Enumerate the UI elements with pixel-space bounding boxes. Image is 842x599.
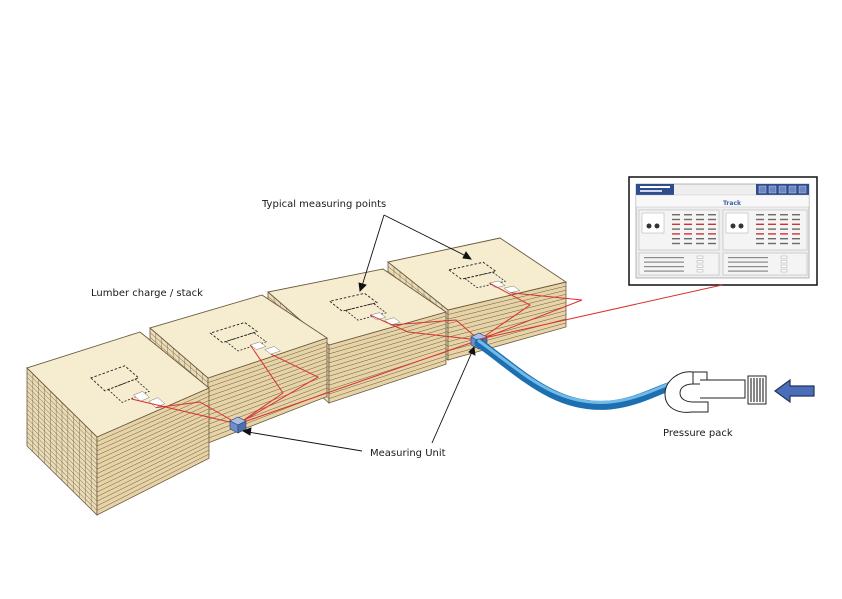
label-pressure-pack: Pressure pack <box>663 428 733 439</box>
control-screen <box>628 176 818 286</box>
lumber-stack-1 <box>26 331 210 516</box>
monitor-cable <box>479 284 723 340</box>
filter-icon <box>747 375 767 405</box>
fan-icon <box>664 371 746 413</box>
air-hose <box>474 338 683 410</box>
airflow-arrow-icon <box>773 378 815 404</box>
lumber-stacks <box>26 237 568 516</box>
label-measuring-points: Typical measuring points <box>262 199 387 210</box>
pointer-lines <box>241 214 476 452</box>
label-lumber-stack: Lumber charge / stack <box>91 288 203 299</box>
screen-title: Track <box>723 200 742 207</box>
label-measuring-unit: Measuring Unit <box>370 448 446 459</box>
measuring-unit-icon <box>229 416 247 434</box>
sensor-wires <box>131 282 583 425</box>
